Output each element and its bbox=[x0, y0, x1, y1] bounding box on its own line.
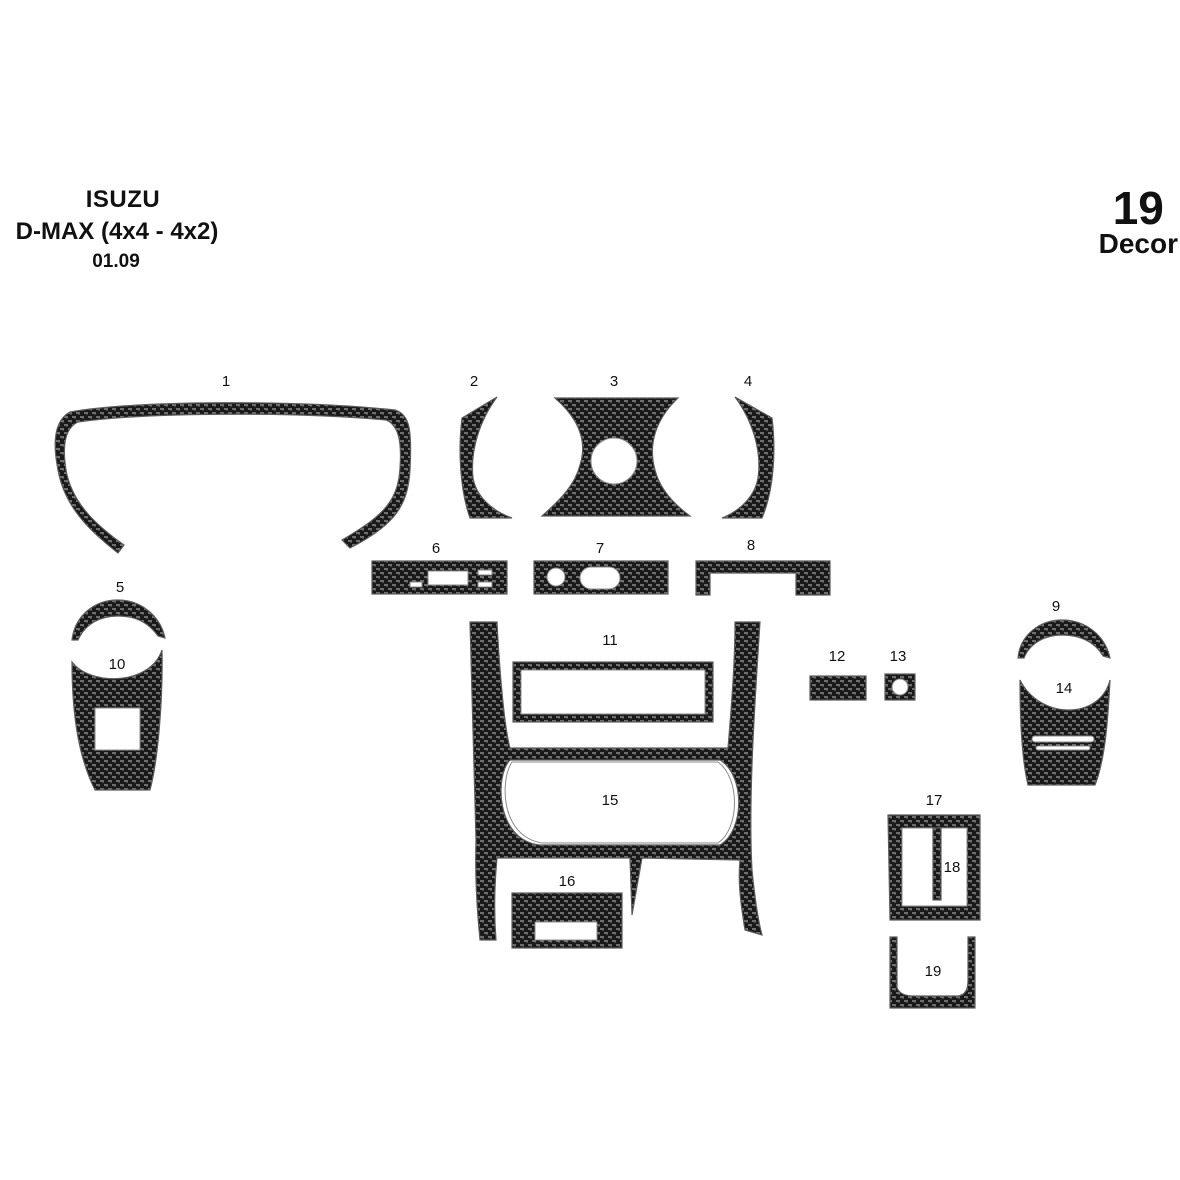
part-6-button-b bbox=[477, 569, 493, 576]
part-5-shape bbox=[71, 599, 166, 641]
part-8-shape bbox=[695, 560, 831, 596]
part-7-knob-hole bbox=[546, 567, 566, 587]
part-10-window bbox=[94, 707, 141, 751]
part-2-shape bbox=[459, 396, 513, 519]
vehicle-info: ISUZU D-MAX (4x4 - 4x2) 01.09 bbox=[0, 183, 240, 277]
part-13-label: 13 bbox=[890, 648, 907, 665]
part-9-shape bbox=[1017, 619, 1111, 659]
part-19-shape bbox=[889, 936, 976, 1009]
set-number: 19 bbox=[1112, 182, 1164, 234]
part-8-label: 8 bbox=[747, 537, 755, 554]
part-7-label: 7 bbox=[596, 540, 604, 557]
part-5-label: 5 bbox=[116, 579, 124, 596]
part-3-gauge-hole bbox=[590, 437, 638, 485]
part-14-vent-slot-2 bbox=[1035, 745, 1091, 751]
set-info: 19 Decor bbox=[1099, 185, 1178, 259]
part-6-label: 6 bbox=[432, 540, 440, 557]
part-15-shape bbox=[469, 621, 763, 941]
part-6-button-c bbox=[477, 581, 493, 588]
part-18-shape bbox=[932, 827, 942, 901]
part-6-slot bbox=[427, 570, 469, 586]
part-16-label: 16 bbox=[559, 873, 576, 890]
part-12-shape bbox=[809, 675, 867, 701]
vehicle-model: D-MAX (4x4 - 4x2) bbox=[15, 218, 219, 245]
part-2-label: 2 bbox=[470, 373, 478, 390]
set-name: Decor bbox=[1098, 228, 1178, 259]
part-14-shape bbox=[1019, 679, 1111, 786]
part-3-label: 3 bbox=[610, 373, 618, 390]
part-4-label: 4 bbox=[744, 373, 752, 390]
part-11-label: 11 bbox=[602, 632, 618, 649]
part-10-label: 10 bbox=[109, 656, 126, 673]
part-1-label: 1 bbox=[222, 373, 230, 390]
part-1-shape bbox=[54, 402, 412, 554]
part-14-vent-slot bbox=[1031, 735, 1095, 743]
vehicle-date: 01.09 bbox=[92, 251, 140, 272]
part-9-label: 9 bbox=[1052, 598, 1060, 615]
part-14-label: 14 bbox=[1056, 680, 1073, 697]
part-18-label: 18 bbox=[944, 859, 961, 876]
part-15-label: 15 bbox=[602, 792, 619, 809]
part-13-hole bbox=[891, 678, 909, 696]
part-15-climate-opening bbox=[504, 761, 735, 844]
part-17-label: 17 bbox=[926, 792, 943, 809]
part-7-display-hole bbox=[579, 566, 621, 590]
part-16-opening bbox=[534, 921, 598, 941]
part-6-button-a bbox=[409, 581, 423, 588]
part-12-label: 12 bbox=[829, 648, 846, 665]
part-4-shape bbox=[721, 396, 775, 519]
part-19-label: 19 bbox=[925, 963, 942, 980]
part-11-radio-opening bbox=[520, 669, 706, 715]
vehicle-brand: ISUZU bbox=[85, 186, 161, 213]
